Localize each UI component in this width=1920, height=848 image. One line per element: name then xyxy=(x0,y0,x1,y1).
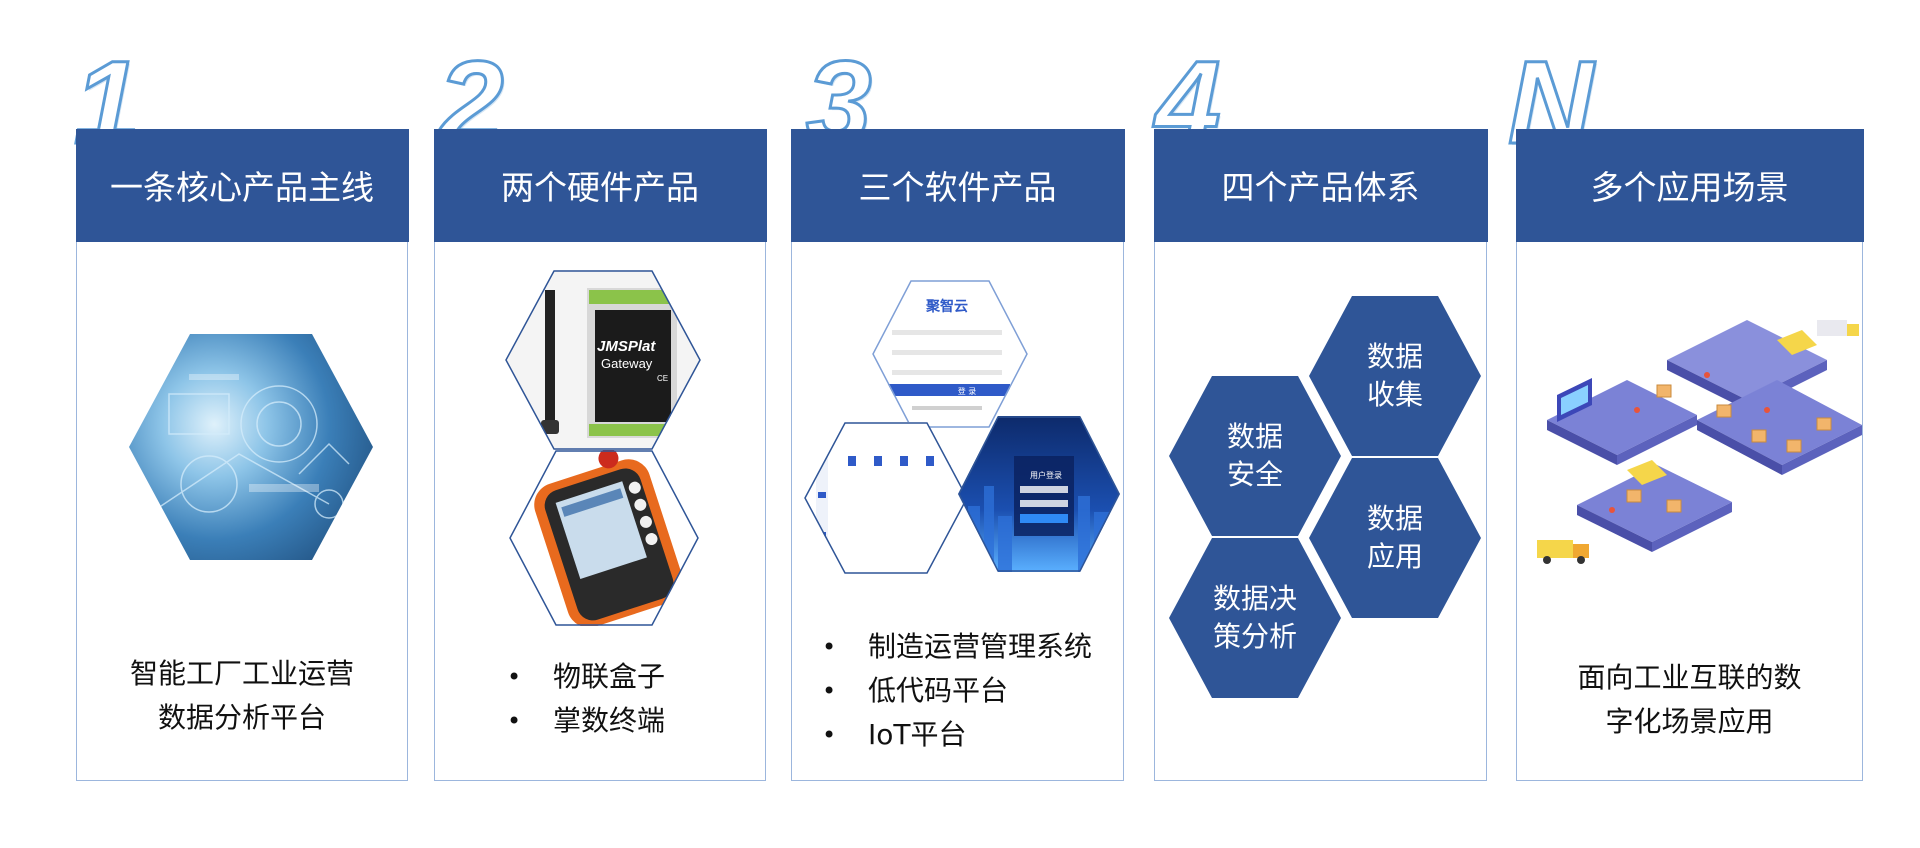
gateway-model: Gateway xyxy=(601,356,653,371)
card-title: 一条核心产品主线 xyxy=(75,128,409,242)
card-software: 三个软件产品 聚智云 登 录 xyxy=(790,128,1125,781)
card-hardware: 两个硬件产品 JMSPlat Gateway CE xyxy=(433,128,767,781)
gateway-brand: JMSPlat xyxy=(597,338,656,355)
hex-data-decision: 数据决 策分析 xyxy=(1169,538,1341,698)
isometric-factory-illustration xyxy=(1537,320,1862,564)
hex-data-apply: 数据 应用 xyxy=(1309,458,1481,618)
hardware-list: •物联盒子 •掌数终端 xyxy=(507,655,665,743)
login-screen-hex-image xyxy=(872,280,1028,428)
card-core-product: 一条核心产品主线 智能工厂工业运营 数据分析平台 xyxy=(75,128,409,781)
list-item: •IoT平台 xyxy=(822,713,1092,757)
card-title: 两个硬件产品 xyxy=(433,128,767,242)
list-item: •掌数终端 xyxy=(507,699,665,743)
card-application-scenes: 多个应用场景 xyxy=(1515,128,1864,781)
card-product-system: 四个产品体系 数据 收集 数据 安全 数据 应用 数据决 策分析 xyxy=(1153,128,1488,781)
bullet-icon: • xyxy=(507,663,522,691)
hex-data-security: 数据 安全 xyxy=(1169,376,1341,536)
gateway-hex-image xyxy=(505,270,701,450)
list-item: •低代码平台 xyxy=(822,669,1092,713)
desc-line: 字化场景应用 xyxy=(1605,705,1774,738)
desc-line: 智能工厂工业运营 xyxy=(129,657,354,690)
card-description: 智能工厂工业运营 数据分析平台 xyxy=(77,652,407,740)
terminal-hex-image xyxy=(509,450,699,626)
desc-line: 数据分析平台 xyxy=(157,701,326,734)
app-logo: 聚智云 xyxy=(926,299,968,315)
bullet-icon: • xyxy=(822,721,837,749)
bullet-icon: • xyxy=(822,633,837,661)
card-description: 面向工业互联的数 字化场景应用 xyxy=(1517,656,1862,744)
bullet-icon: • xyxy=(822,677,837,705)
login-title: 用户登录 xyxy=(1030,471,1062,480)
hex-data-collect: 数据 收集 xyxy=(1309,296,1481,456)
city-login-hex-image xyxy=(958,416,1120,572)
gateway-mark: CE xyxy=(657,374,669,383)
list-item: •物联盒子 xyxy=(507,655,665,699)
card-title: 三个软件产品 xyxy=(790,128,1125,242)
dashboard-hex-image xyxy=(804,422,968,574)
list-item: •制造运营管理系统 xyxy=(822,625,1092,669)
card-title: 四个产品体系 xyxy=(1153,128,1488,242)
bullet-icon: • xyxy=(507,707,522,735)
software-list: •制造运营管理系统 •低代码平台 •IoT平台 xyxy=(822,625,1092,757)
factory-hex-image xyxy=(129,334,373,560)
login-button: 登 录 xyxy=(957,387,977,396)
desc-line: 面向工业互联的数 xyxy=(1577,661,1802,694)
card-title: 多个应用场景 xyxy=(1515,128,1864,242)
